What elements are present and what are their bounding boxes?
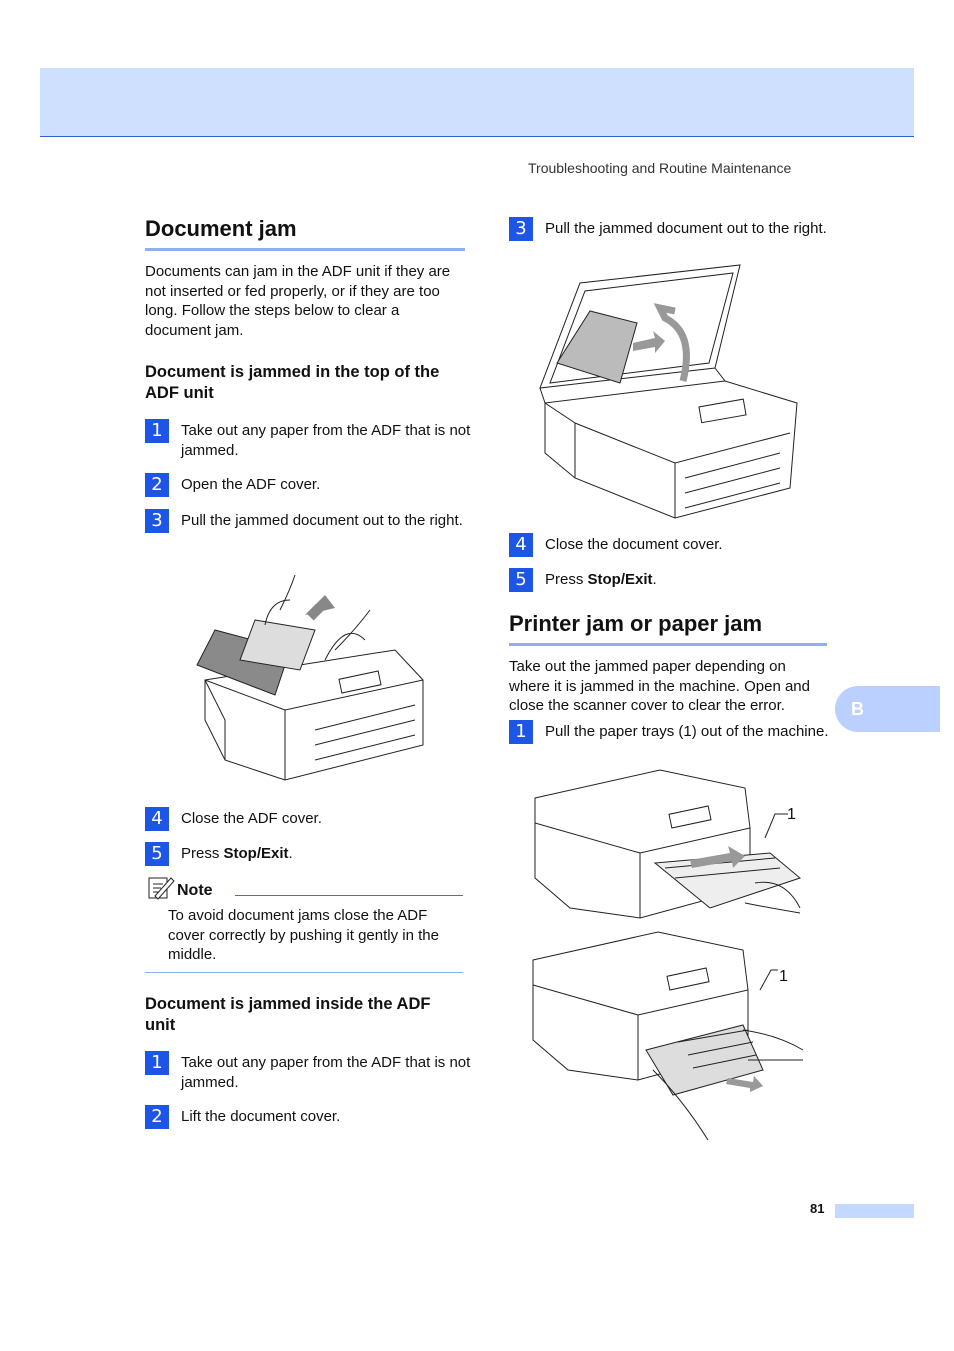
- step-text-bold: Stop/Exit: [223, 845, 289, 862]
- note-text: To avoid document jams close the ADF cov…: [168, 907, 439, 963]
- step-item: 5 Press Stop/Exit.: [509, 568, 865, 592]
- section-title-document-jam: Document jam: [145, 214, 465, 251]
- step-number: 1: [509, 720, 533, 744]
- step-item: 2 Open the ADF cover.: [145, 473, 501, 497]
- step-item: 4 Close the document cover.: [509, 533, 865, 557]
- header-band: [40, 68, 914, 137]
- adf-jam-illustration: [196, 574, 424, 781]
- step-item: 1 Take out any paper from the ADF that i…: [145, 419, 501, 460]
- running-title: Troubleshooting and Routine Maintenance: [528, 160, 792, 176]
- step-item: 4 Close the ADF cover.: [145, 807, 501, 831]
- callout-label: 1: [787, 806, 796, 823]
- step-number: 5: [509, 568, 533, 592]
- paper-tray-remove-illustration: [532, 931, 804, 1141]
- page-number: 81: [810, 1201, 825, 1216]
- note-top-rule: [235, 895, 463, 896]
- step-number: 1: [145, 1051, 169, 1075]
- document-jam-intro: Documents can jam in the ADF unit if the…: [145, 263, 451, 339]
- step-text: Close the document cover.: [545, 536, 723, 553]
- step-number: 4: [145, 807, 169, 831]
- step-item: 2 Lift the document cover.: [145, 1105, 501, 1129]
- document-cover-jam-illustration: [539, 264, 798, 519]
- step-item: 1 Take out any paper from the ADF that i…: [145, 1051, 501, 1092]
- step-text: Pull the paper trays (1) out of the mach…: [545, 723, 829, 740]
- step-text: Open the ADF cover.: [181, 476, 321, 493]
- printer-jam-intro: Take out the jammed paper depending on w…: [509, 658, 810, 714]
- step-number: 4: [509, 533, 533, 557]
- step-text-bold: Stop/Exit: [587, 571, 653, 588]
- subsection-title-adf-top: Document is jammed in the top of the ADF…: [145, 363, 440, 402]
- subsection-title-adf-inside: Document is jammed inside the ADF unit: [145, 995, 431, 1034]
- step-number: 3: [145, 509, 169, 533]
- note-pencil-icon: [148, 877, 175, 900]
- step-text: Pull the jammed document out to the righ…: [545, 220, 827, 237]
- step-text: Take out any paper from the ADF that is …: [181, 422, 471, 459]
- step-text-suffix: .: [652, 571, 657, 588]
- step-item: 5 Press Stop/Exit.: [145, 842, 501, 866]
- right-section: Printer jam or paper jam: [509, 609, 827, 646]
- paper-tray-pull-illustration: [534, 769, 802, 919]
- page-number-bar: [835, 1204, 914, 1218]
- step-number: 2: [145, 473, 169, 497]
- step-text-prefix: Press: [181, 845, 224, 862]
- step-item: 1 Pull the paper trays (1) out of the ma…: [509, 720, 865, 744]
- section-title-printer-jam: Printer jam or paper jam: [509, 609, 827, 646]
- appendix-tab: B: [835, 686, 940, 732]
- step-text: Pull the jammed document out to the righ…: [181, 512, 463, 529]
- step-text-suffix: .: [288, 845, 293, 862]
- callout-label: 1: [779, 968, 788, 985]
- step-text: Take out any paper from the ADF that is …: [181, 1054, 471, 1091]
- note-bottom-rule: [145, 972, 463, 973]
- step-number: 2: [145, 1105, 169, 1129]
- note-label: Note: [177, 882, 213, 899]
- step-item: 3 Pull the jammed document out to the ri…: [509, 217, 865, 241]
- step-text: Lift the document cover.: [181, 1108, 341, 1125]
- step-text: Close the ADF cover.: [181, 810, 322, 827]
- left-column: Document jam: [145, 214, 465, 251]
- step-number: 3: [509, 217, 533, 241]
- step-number: 1: [145, 419, 169, 443]
- step-item: 3 Pull the jammed document out to the ri…: [145, 509, 501, 533]
- step-text-prefix: Press: [545, 571, 588, 588]
- step-number: 5: [145, 842, 169, 866]
